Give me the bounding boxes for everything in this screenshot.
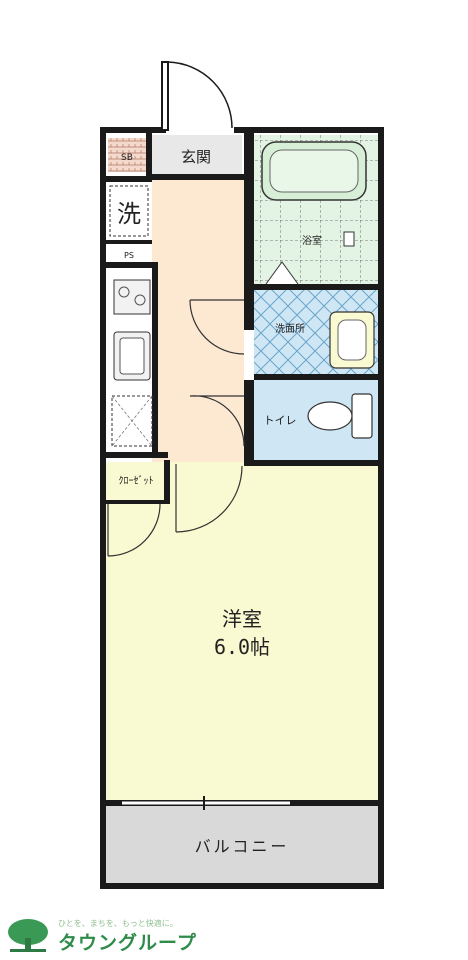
balcony-floor: [106, 805, 378, 883]
wall-bath-bottom: [254, 284, 381, 290]
balcony-label: バルコニー: [195, 837, 290, 856]
washroom-door: [189, 299, 245, 355]
company-name: タウングループ: [58, 932, 197, 954]
closet-label: ｸﾛｰｾﾞｯﾄ: [119, 475, 154, 487]
genkan-floor: [152, 135, 242, 175]
toilet-tank: [351, 393, 373, 439]
wall-wash-bottom: [254, 374, 381, 380]
toilet-label: トイレ: [264, 414, 297, 427]
burner-1: [118, 286, 130, 298]
fridge-cross: [111, 395, 153, 447]
bath-label: 浴室: [302, 234, 322, 247]
entrance-door-gap: [166, 126, 234, 134]
toilet-door: [189, 395, 245, 447]
sb-label: SB: [121, 153, 133, 163]
wall-hall-right: [244, 130, 254, 330]
company-tagline: ひとを、まちを、もっと快適に。: [58, 919, 178, 928]
entrance-door-swing: [167, 61, 233, 129]
burner-2: [134, 294, 146, 306]
bath-door: [265, 261, 299, 285]
wall-closet-bottom: [106, 500, 168, 504]
company-logo: ひとを、まちを、もっと快適に。 タウングループ: [6, 916, 226, 956]
wall-kitchen-right: [152, 262, 158, 452]
genkan-label: 玄関: [181, 148, 211, 166]
wall-genkan-bottom: [148, 174, 244, 180]
sink-basin: [119, 337, 145, 375]
wall-sb-right: [146, 130, 152, 180]
wall-laundry-bottom: [106, 240, 152, 244]
outer-wall: [100, 127, 384, 889]
entrance-door-leaf: [161, 61, 169, 131]
main-room-label: 洋室: [222, 607, 262, 631]
bathtub-inner: [269, 149, 359, 193]
hall-floor: [152, 180, 244, 462]
laundry-pan: [109, 185, 149, 237]
toilet-bowl: [307, 401, 353, 431]
wall-left-column: [106, 176, 152, 182]
shower-fixture: [343, 231, 355, 247]
wall-hall-right-lower: [244, 380, 254, 466]
washroom-label: 洗面所: [275, 323, 305, 335]
sb-floor: [108, 138, 146, 172]
wall-ps-bottom: [106, 262, 156, 268]
wall-closet-top: [106, 452, 168, 458]
closet-door: [107, 503, 161, 557]
tree-icon: [8, 919, 48, 952]
wall-closet-right: [164, 460, 170, 504]
wall-toilet-bottom: [244, 460, 381, 466]
laundry-label: 洗: [117, 200, 141, 228]
wash-bowl: [337, 319, 367, 361]
main-room-size: 6.0帖: [214, 635, 270, 659]
ps-label: PS: [124, 251, 134, 260]
room-door: [175, 464, 243, 533]
main-room-floor: [106, 462, 378, 802]
